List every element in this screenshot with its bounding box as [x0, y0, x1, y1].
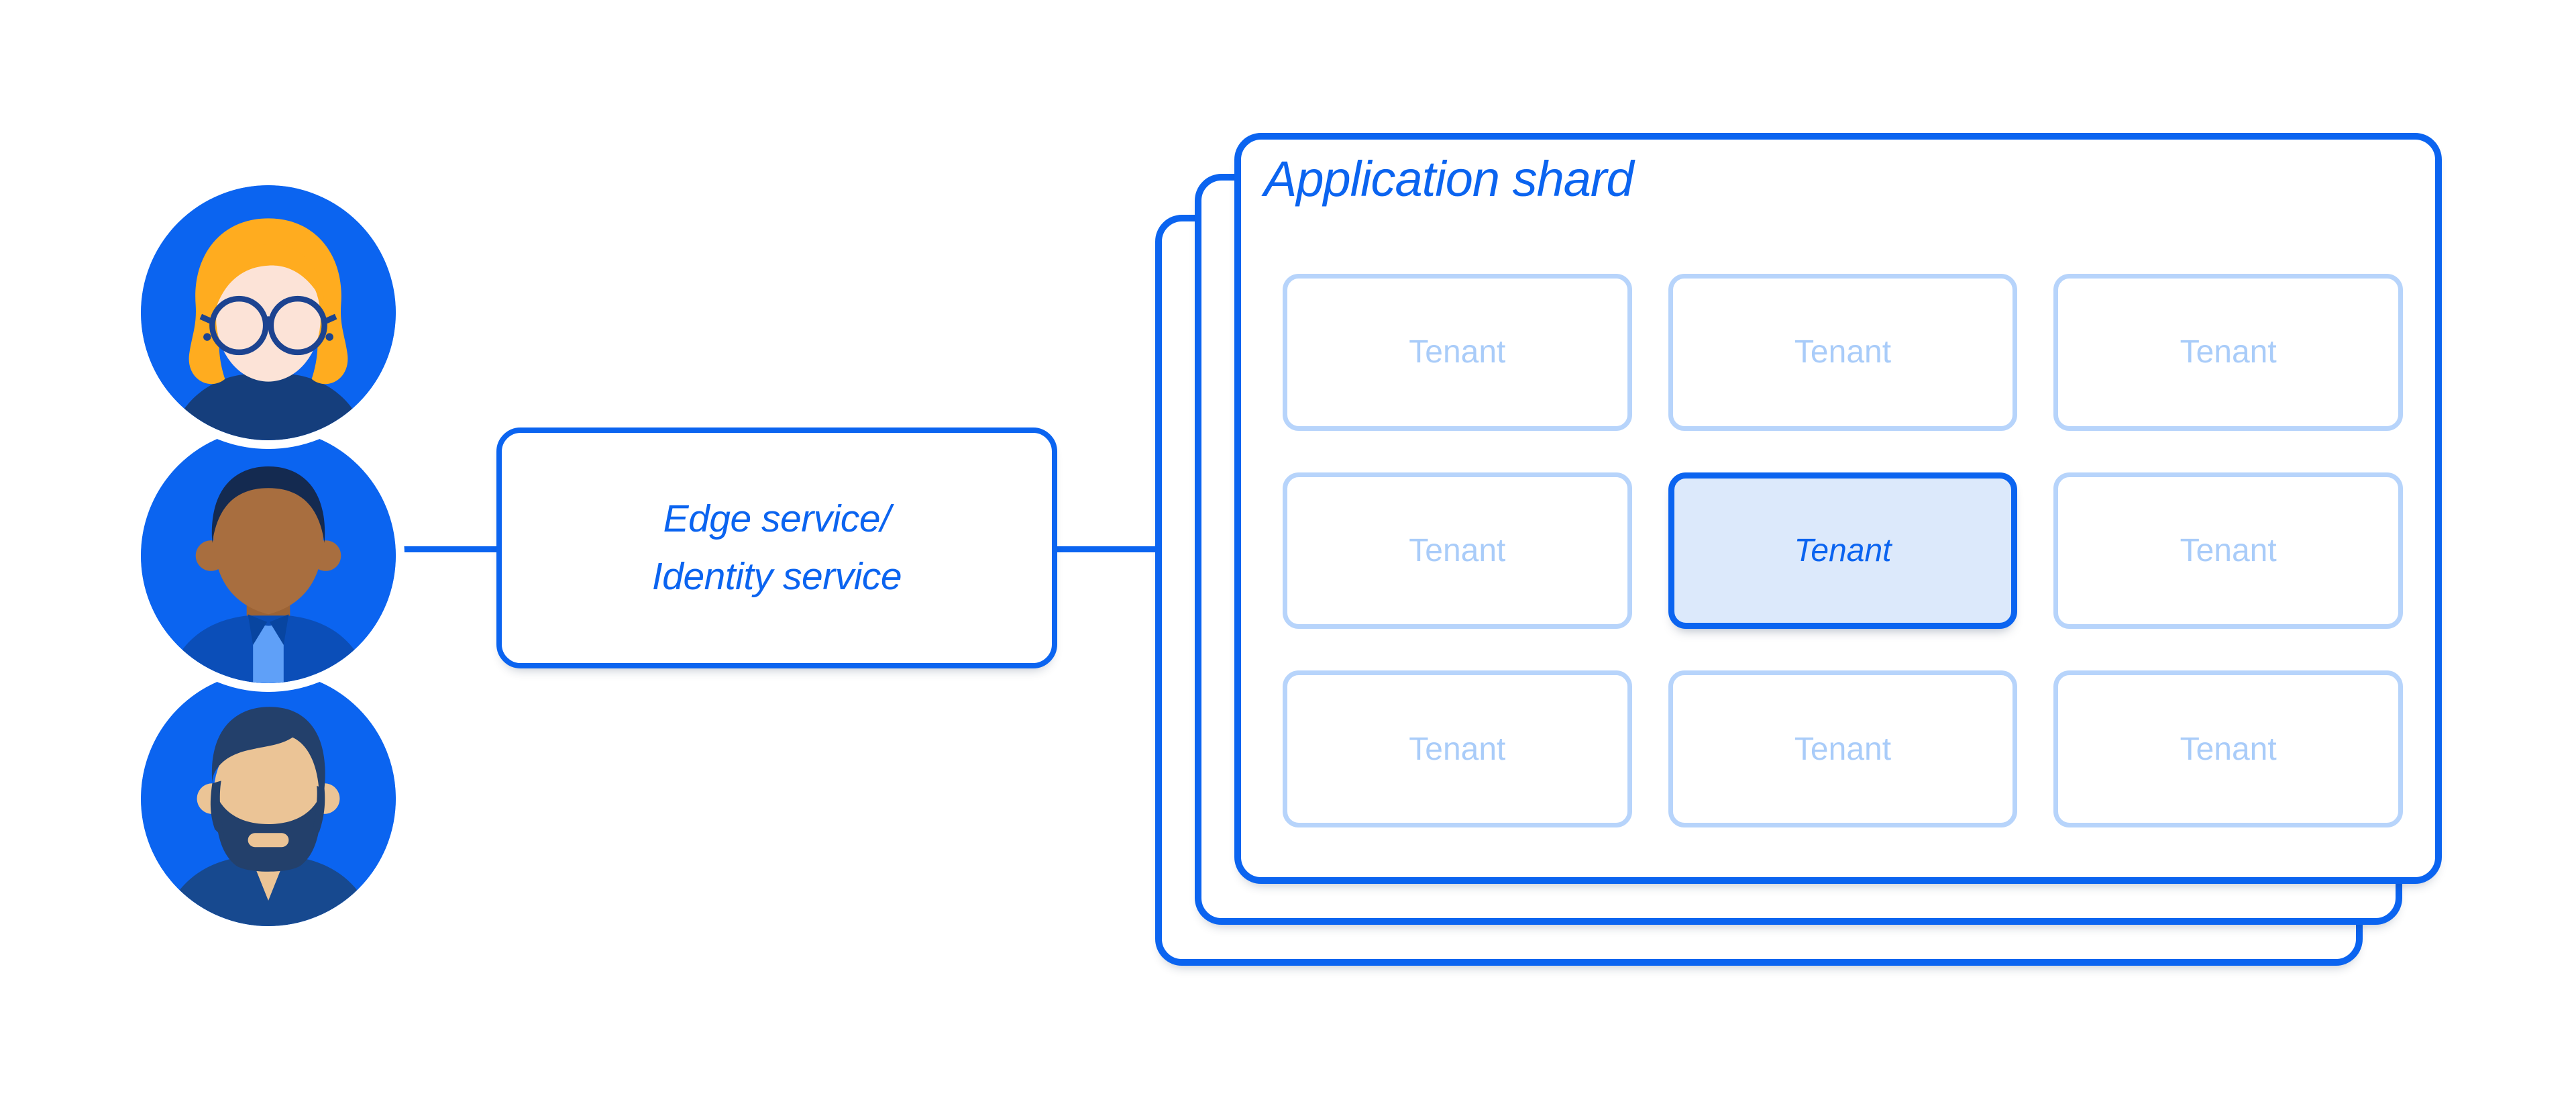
tenant-label: Tenant	[2180, 731, 2277, 767]
tenant-label: Tenant	[1794, 532, 1892, 568]
tenant-label: Tenant	[1409, 532, 1506, 568]
tenant-box-highlighted: Tenant	[1668, 472, 2018, 630]
tenant-label: Tenant	[2180, 334, 2277, 370]
tenant-box: Tenant	[1668, 274, 2018, 431]
tenant-label: Tenant	[2180, 532, 2277, 568]
tenant-box: Tenant	[2053, 472, 2403, 630]
man-short-hair-illustration	[141, 428, 396, 683]
edge-identity-service-label: Edge service/ Identity service	[652, 491, 902, 605]
connector-edge-service-to-shard	[1053, 546, 1157, 552]
tenant-box: Tenant	[2053, 670, 2403, 827]
tenant-box: Tenant	[1283, 274, 1632, 431]
tenant-label: Tenant	[1794, 731, 1892, 767]
man-with-beard-illustration	[141, 671, 396, 926]
tenant-label: Tenant	[1409, 731, 1506, 767]
edge-identity-service-box: Edge service/ Identity service	[496, 428, 1057, 668]
application-shard-title: Application shard	[1264, 151, 1634, 207]
tenant-label: Tenant	[1794, 334, 1892, 370]
edge-service-line2: Identity service	[651, 554, 902, 598]
tenant-label: Tenant	[1409, 334, 1506, 370]
man-with-beard-avatar-icon	[132, 662, 405, 935]
tenant-grid: Tenant Tenant Tenant Tenant Tenant Tenan…	[1283, 274, 2403, 827]
application-shard-card-front: Application shard Tenant Tenant Tenant T…	[1234, 133, 2442, 884]
woman-with-glasses-illustration	[141, 185, 396, 440]
tenant-box: Tenant	[1668, 670, 2018, 827]
woman-with-glasses-avatar-icon	[132, 177, 405, 449]
tenant-box: Tenant	[1283, 472, 1632, 630]
connector-users-to-edge-service	[396, 546, 500, 552]
tenant-box: Tenant	[2053, 274, 2403, 431]
edge-service-line1: Edge service/	[663, 497, 891, 540]
tenant-box: Tenant	[1283, 670, 1632, 827]
man-short-hair-avatar-icon	[132, 419, 405, 692]
